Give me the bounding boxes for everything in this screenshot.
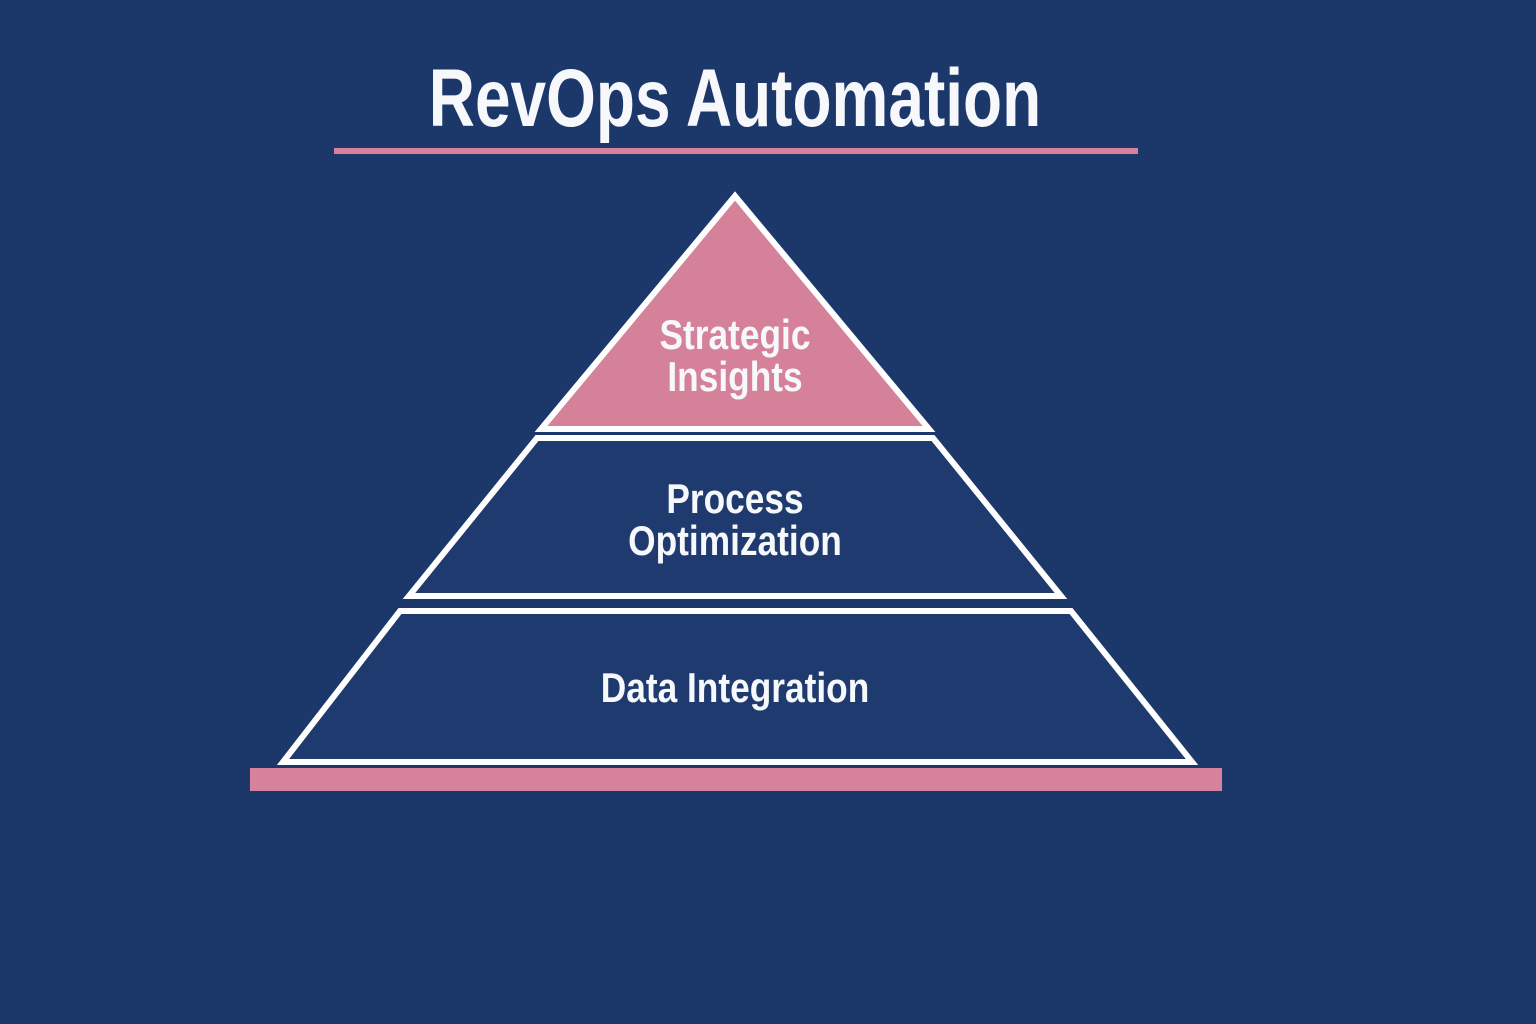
page-title: RevOps Automation (428, 53, 1042, 144)
tier-strategic-insights-shape (534, 191, 936, 432)
pyramid-base-bar (250, 768, 1222, 791)
tier-data-integration-label: Data Integration (600, 664, 870, 711)
tier-process-optimization-shape (402, 435, 1068, 599)
tier-process-optimization-label: Process Optimization (628, 475, 842, 564)
tier-data-integration-shape (276, 608, 1199, 765)
title-underline (334, 148, 1138, 154)
tier-strategic-insights-label: Strategic Insights (659, 311, 811, 400)
